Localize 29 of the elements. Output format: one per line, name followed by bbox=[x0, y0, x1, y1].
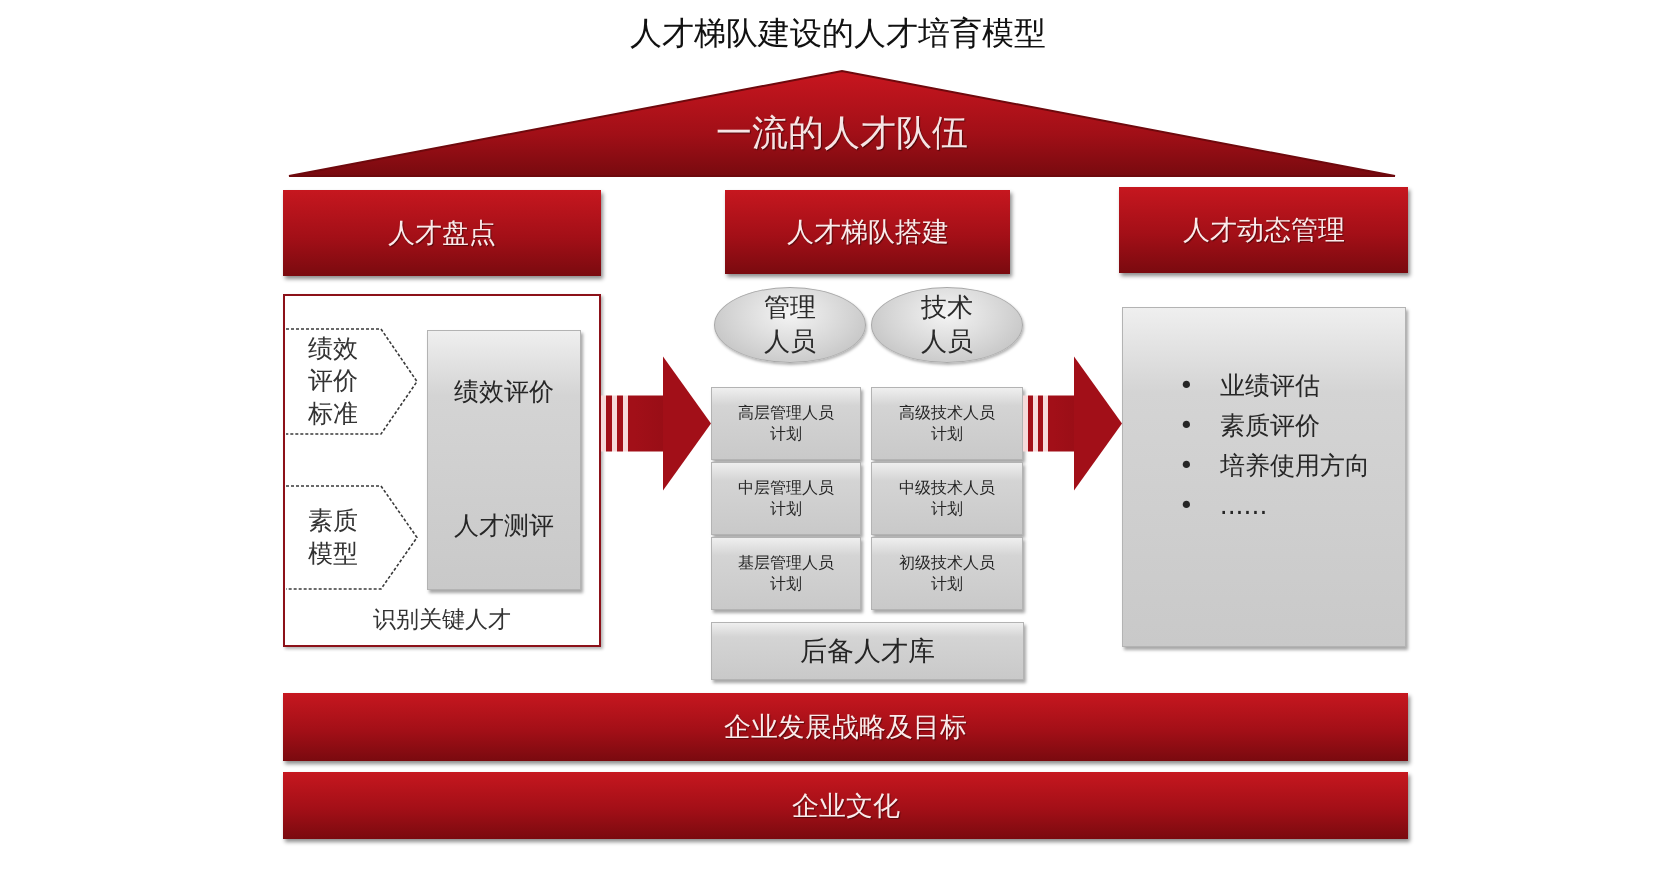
foundation-band: 企业发展战略及目标 bbox=[283, 693, 1408, 761]
chevron-label: 素质模型 bbox=[308, 505, 359, 570]
foundation-band: 企业文化 bbox=[283, 772, 1408, 839]
talent-pool-box: 后备人才库 bbox=[711, 622, 1024, 680]
section-header: 人才动态管理 bbox=[1119, 187, 1408, 273]
plan-box: 基层管理人员计划 bbox=[711, 537, 861, 610]
box-label: 绩效评价 bbox=[454, 376, 554, 408]
roof-title: 一流的人才队伍 bbox=[716, 115, 968, 151]
panel-frame bbox=[283, 294, 601, 647]
plan-box: 中级技术人员计划 bbox=[871, 462, 1023, 535]
info-panel bbox=[1122, 307, 1406, 647]
plan-box: 高层管理人员计划 bbox=[711, 387, 861, 460]
category-oval: 管理人员 bbox=[714, 287, 866, 363]
block-arrow bbox=[601, 356, 711, 491]
bullet-item: • 培养使用方向 bbox=[1179, 450, 1370, 482]
section-header: 人才盘点 bbox=[283, 190, 601, 276]
evaluation-box bbox=[427, 330, 581, 590]
plan-box: 中层管理人员计划 bbox=[711, 462, 861, 535]
category-oval: 技术人员 bbox=[871, 287, 1023, 363]
chevron-label: 绩效评价标准 bbox=[308, 332, 359, 430]
bullet-item: • 素质评价 bbox=[1179, 410, 1320, 442]
panel-caption: 识别关键人才 bbox=[373, 605, 511, 634]
plan-box: 高级技术人员计划 bbox=[871, 387, 1023, 460]
section-header: 人才梯队搭建 bbox=[725, 190, 1010, 274]
plan-box: 初级技术人员计划 bbox=[871, 537, 1023, 610]
bullet-item: • 业绩评估 bbox=[1179, 370, 1320, 402]
bullet-item: • ...... bbox=[1179, 490, 1268, 522]
diagram-title: 人才梯队建设的人才培育模型 bbox=[630, 14, 1046, 53]
box-label: 人才测评 bbox=[454, 510, 554, 542]
